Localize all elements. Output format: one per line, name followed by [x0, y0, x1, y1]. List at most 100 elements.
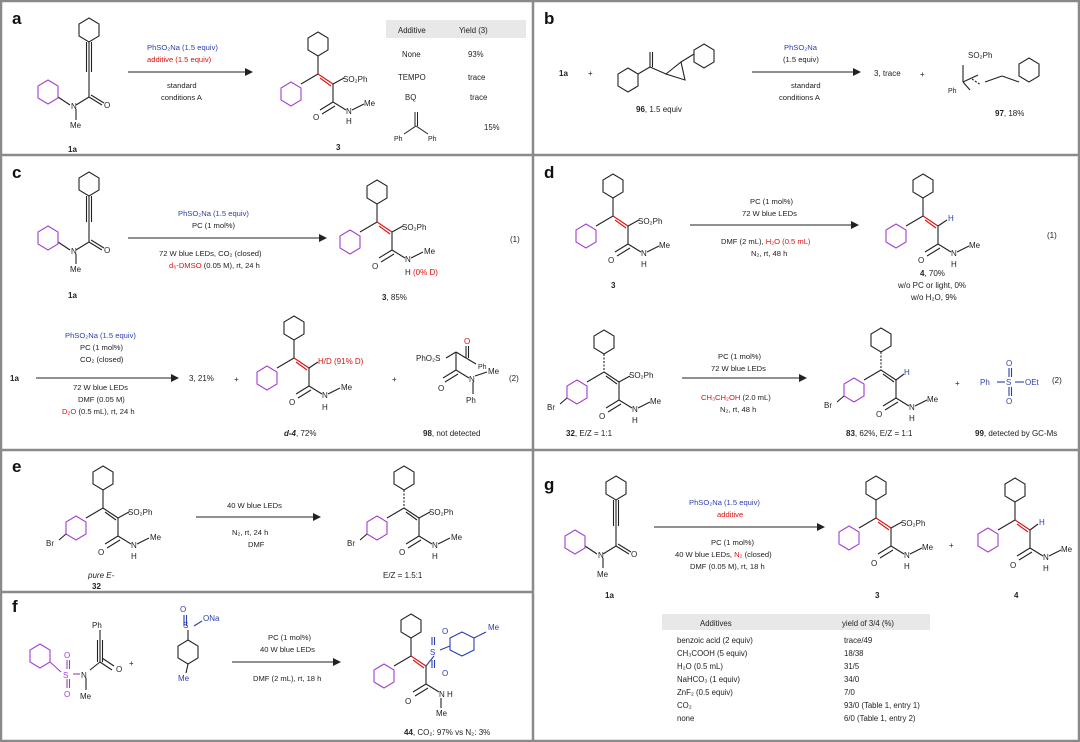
panel-b-cp-label-num: 96 — [636, 105, 645, 114]
panel-b-reagent1: PhSO₂Na — [784, 43, 818, 52]
panel-g-p3-so2ph: SO₂Ph — [901, 519, 925, 528]
panel-a-ph-right: Ph — [428, 136, 437, 143]
panel-a-table-r2c1: trace — [470, 93, 487, 102]
panel-g: g N Me O 1a PhSO₂Na (1.5 equiv) additive… — [544, 475, 1073, 723]
panel-d-p4-n: N — [951, 249, 957, 258]
panel-c-p98-n: N — [469, 375, 475, 384]
panel-d-sm-so2ph: SO₂Ph — [638, 217, 662, 226]
panel-c-product-me: Me — [424, 247, 436, 256]
panel-c-letter: c — [12, 163, 21, 182]
panel-f-product-me2: Me — [436, 709, 448, 718]
panel-g-p4-h: H — [1039, 518, 1045, 527]
panel-c-p98-me: Me — [488, 367, 500, 376]
panel-c-sm-o: O — [104, 246, 110, 255]
panel-g-p3-n: N — [904, 551, 910, 560]
panel-g-below2-a: 40 W blue LEDs, — [675, 550, 734, 559]
panel-e-sm-n: N — [131, 541, 137, 550]
panel-c-eq1: (1) — [510, 235, 520, 244]
panel-g-table-r6c1: 6/0 (Table 1, entry 2) — [844, 714, 916, 723]
panel-e-sm-br: Br — [46, 539, 54, 548]
panel-f-product-o2: O — [442, 669, 448, 678]
panel-d-p99-s: S — [1006, 378, 1011, 387]
panel-g-p3-me: Me — [922, 543, 934, 552]
panel-c-r2-below2: D₂O (0.5 mL), rt, 24 h — [62, 407, 135, 416]
panel-f-sulfinate — [177, 615, 203, 674]
panel-a-product-so2ph: SO₂Ph — [343, 75, 367, 84]
panel-a-table-r1c1: trace — [468, 73, 485, 82]
panel-a-table-r1c0: TEMPO — [398, 73, 426, 82]
panel-g-below1: PC (1 mol%) — [711, 538, 755, 547]
panel-f-below1: DMF (2 mL), rt, 18 h — [253, 674, 321, 683]
panel-d-r2-reagent2: 72 W blue LEDs — [711, 364, 766, 373]
panel-b-plus: + — [588, 69, 593, 78]
panel-d-p83-h: H — [904, 368, 910, 377]
panel-g-sm-label: 1a — [605, 591, 614, 600]
panel-d: d SO₂Ph O N H Me 3 PC (1 mol%) 72 W blue… — [544, 163, 1062, 438]
panel-g-below2-b: (closed) — [743, 550, 773, 559]
panel-f-plus: + — [129, 659, 134, 668]
panel-c-d4-hd: H/D (91% D) — [318, 357, 364, 366]
panel-b-plus2: + — [920, 70, 925, 79]
panel-c-r2-result: 3, 21% — [189, 374, 214, 383]
panel-c-r2-start: 1a — [10, 374, 19, 383]
panel-c-d4-label-num: d-4 — [284, 429, 297, 438]
panel-e: e Br SO₂Ph O N H Me pure E- 32 40 W blue… — [12, 457, 463, 591]
panel-e-sm-me: Me — [150, 533, 162, 542]
panel-d-below1: DMF (2 mL), H₂O (0.5 mL) — [721, 237, 811, 246]
panel-c-reagent2: PC (1 mol%) — [192, 221, 236, 230]
panel-g-reagent1: PhSO₂Na (1.5 equiv) — [689, 498, 760, 507]
panel-b-p97-label-num: 97 — [995, 109, 1004, 118]
panel-f-product-label-num: 44 — [404, 728, 413, 737]
panel-b-letter: b — [544, 9, 554, 28]
panel-d-sm32-so2ph: SO₂Ph — [629, 371, 653, 380]
panel-e-product-so2ph: SO₂Ph — [429, 508, 453, 517]
panel-a-sm-label: 1a — [68, 145, 77, 154]
panel-d-p83-me: Me — [927, 395, 939, 404]
panel-e-sm-so2ph: SO₂Ph — [128, 508, 152, 517]
panel-d-p4-label-num: 4 — [920, 269, 925, 278]
panel-d-p99-label-num: 99 — [975, 429, 984, 438]
panel-a-table-r0c1: 93% — [468, 50, 484, 59]
panel-a-sm-n: N — [71, 102, 77, 111]
panel-g-below2: 40 W blue LEDs, N₂ (closed) — [675, 550, 772, 559]
panel-f-sulf-ona: ONa — [203, 614, 220, 623]
panel-d-p4-me: Me — [969, 241, 981, 250]
panel-f-sulf-s: S — [183, 621, 188, 630]
panel-d-r2-below1-etoh: CH₃CH₂OH — [701, 393, 740, 402]
panel-c-p98-label-num: 98 — [423, 429, 432, 438]
panel-c-below1: 72 W blue LEDs, CO₂ (closed) — [159, 249, 262, 258]
panel-c-sm-n: N — [71, 247, 77, 256]
panel-e-substrate — [58, 465, 150, 549]
panel-c-substrate — [37, 171, 105, 264]
panel-c-r2-reagent2: CO₂ (closed) — [80, 355, 124, 364]
panel-c-p98-o: O — [464, 337, 470, 346]
panel-c-product-n: N — [405, 255, 411, 264]
panel-f-sm-s: S — [63, 671, 68, 680]
panel-b-p97-so2ph: SO₂Ph — [968, 51, 992, 60]
panel-b-cp-label: 96, 1.5 equiv — [636, 105, 682, 114]
panel-c-d4 — [256, 315, 341, 399]
panel-c-product-so2ph: SO₂Ph — [402, 223, 426, 232]
panel-d-p99-oet: OEt — [1025, 378, 1040, 387]
panel-f-product-label: 44, CO₂: 97% vs N₂: 3% — [404, 728, 490, 737]
panel-g-table-r0c0: benzoic acid (2 equiv) — [677, 636, 753, 645]
panel-f-reagent2: 40 W blue LEDs — [260, 645, 315, 654]
panel-d-p99-label: 99, detected by GC-Ms — [975, 429, 1057, 438]
panel-e-product — [359, 465, 451, 549]
panel-g-p4-n: N — [1043, 553, 1049, 562]
panel-d-r2-reagent1: PC (1 mol%) — [718, 352, 762, 361]
panel-g-p4-o: O — [1010, 561, 1016, 570]
panel-b-p97-label-rest: , 18% — [1004, 109, 1024, 118]
panel-e-reagent1: 40 W blue LEDs — [227, 501, 282, 510]
panel-d-sm32-br: Br — [547, 403, 555, 412]
panel-c-r2-plus2: + — [392, 375, 397, 384]
panel-g-p4-label: 4 — [1014, 591, 1019, 600]
panel-e-product-br: Br — [347, 539, 355, 548]
panel-d-sm32-label: 32, E/Z = 1:1 — [566, 429, 613, 438]
panel-a: a N Me O 1a PhSO₂Na (1.5 equiv) additive… — [12, 9, 526, 154]
panel-g-table-r5c1: 93/0 (Table 1, entry 1) — [844, 701, 920, 710]
panel-d-sm32-n: N — [632, 405, 638, 414]
panel-b-product97 — [962, 57, 1040, 91]
panel-d-reagent1: PC (1 mol%) — [750, 197, 794, 206]
panel-a-product-label: 3 — [336, 143, 341, 152]
